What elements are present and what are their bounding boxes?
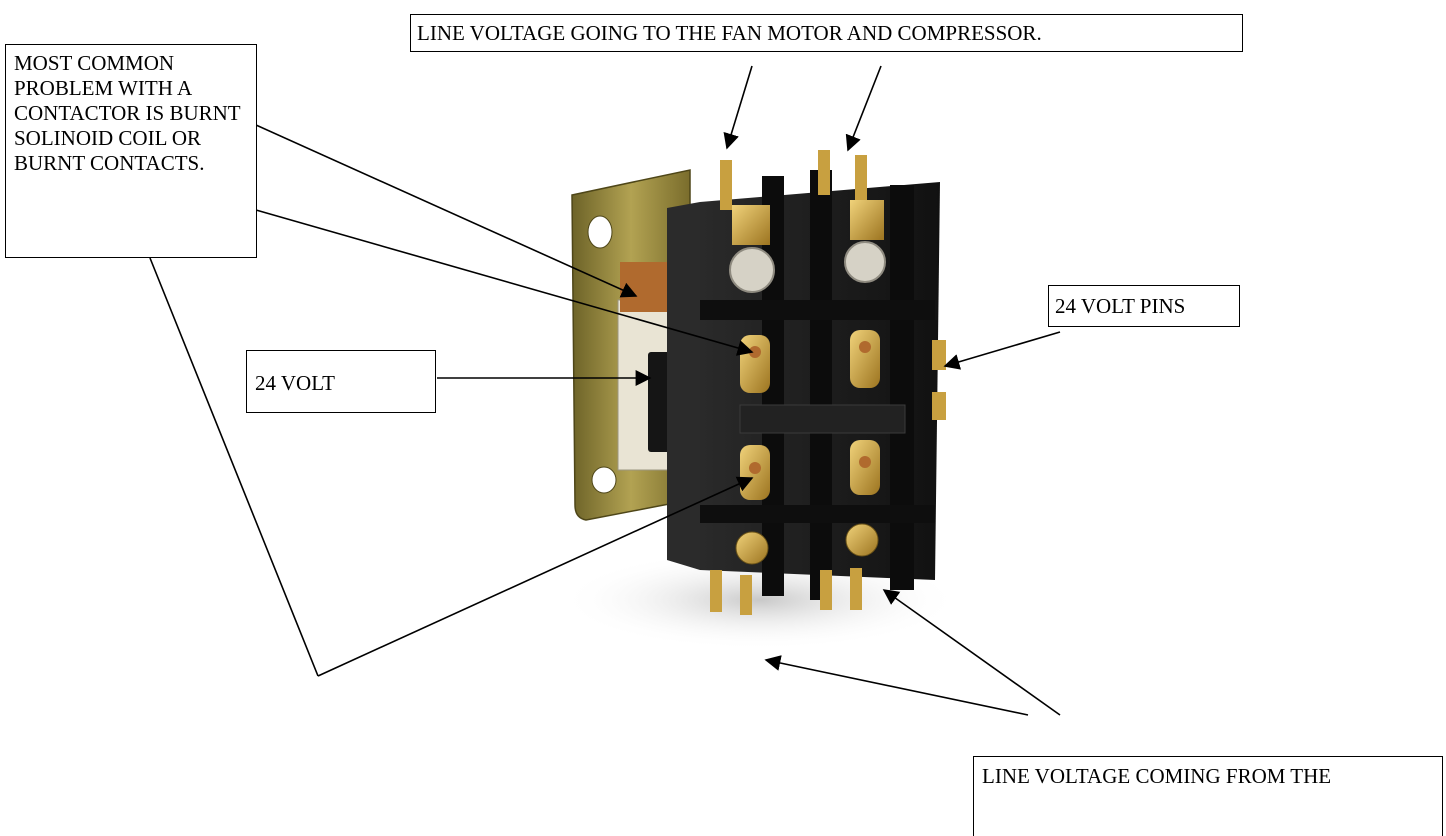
callout-common-problem: MOST COMMON PROBLEM WITH A CONTACTOR IS … (5, 44, 257, 258)
housing-crossbar-bottom (700, 505, 935, 523)
top-terminal-right-tab-2 (855, 155, 867, 200)
top-lug-left (732, 205, 770, 245)
housing-rib-center (810, 170, 832, 600)
contact-screw-upper-right (859, 341, 871, 353)
bracket-hole-bottom (591, 466, 617, 494)
arrow-contacts (255, 209, 754, 356)
leader-left-down (149, 257, 319, 677)
side-pin-lower (932, 392, 946, 420)
bottom-tab-1 (710, 570, 722, 612)
bottom-tab-2 (740, 575, 752, 615)
callout-common-problem-text: MOST COMMON PROBLEM WITH A CONTACTOR IS … (14, 51, 241, 175)
arrow-coil-upper (255, 124, 638, 298)
coil-winding (620, 262, 675, 312)
top-terminal-left-tab (720, 160, 732, 210)
callout-24-volt-text: 24 VOLT (255, 371, 335, 395)
contact-plate-upper-left (740, 335, 770, 393)
contact-screw-lower-right (859, 456, 871, 468)
bottom-tab-3 (820, 570, 832, 610)
callout-line-voltage-in: LINE VOLTAGE COMING FROM THE (973, 756, 1443, 836)
arrow-24v-pins (943, 331, 1061, 370)
arrow-lower-contact (317, 476, 754, 677)
contactor-diagram (149, 65, 1061, 716)
armature-bar (739, 404, 906, 434)
contact-plate-upper-right (850, 330, 880, 388)
callout-line-voltage-out-text: LINE VOLTAGE GOING TO THE FAN MOTOR AND … (417, 21, 1042, 45)
housing-crossbar-top (700, 300, 935, 320)
bracket-hole-top (587, 215, 613, 249)
housing-left-wall (667, 202, 700, 570)
housing-rib-right (890, 185, 914, 590)
bottom-screw-right (845, 523, 879, 557)
arrow-bottom-right (882, 589, 1061, 716)
top-terminal-right-tab (818, 150, 830, 195)
callout-24-volt-pins: 24 VOLT PINS (1048, 285, 1240, 327)
arrow-top-left (723, 65, 753, 150)
leader-lines (149, 65, 1061, 716)
contactor-device (560, 150, 960, 650)
callout-24-volt-pins-text: 24 VOLT PINS (1055, 294, 1186, 318)
callout-24-volt: 24 VOLT (246, 350, 436, 413)
top-screw-right (844, 241, 886, 283)
top-screw-left (729, 247, 775, 293)
contact-screw-lower-left (749, 462, 761, 474)
bottom-screw-left (735, 531, 769, 565)
arrow-bottom-left (764, 655, 1029, 716)
side-pin-upper (932, 340, 946, 370)
bottom-tab-4 (850, 568, 862, 610)
callout-line-voltage-in-text: LINE VOLTAGE COMING FROM THE (982, 764, 1332, 788)
top-lug-right (850, 200, 884, 240)
arrow-top-right (845, 65, 882, 152)
callout-line-voltage-out: LINE VOLTAGE GOING TO THE FAN MOTOR AND … (410, 14, 1243, 52)
